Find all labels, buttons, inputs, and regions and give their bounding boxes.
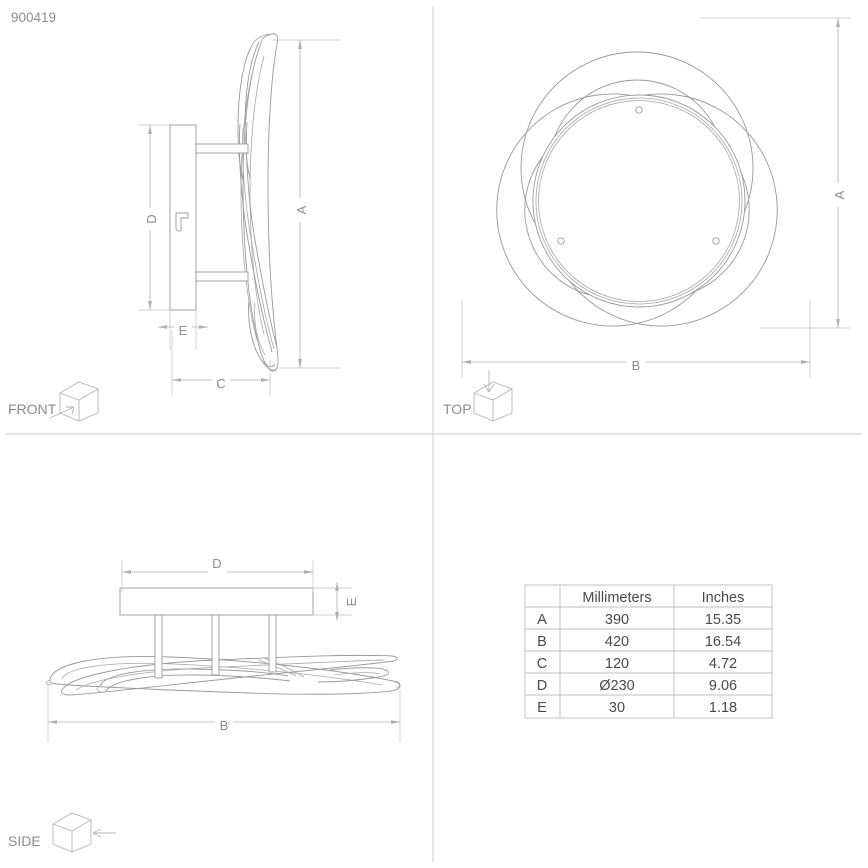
top-dimension-A: A [700,17,850,329]
mounting-hole [712,237,720,245]
top-dimension-A-label: A [832,190,847,199]
front-dimension-D: D [138,124,170,311]
top-mounting-plate [532,94,746,308]
front-dimension-D-label: D [144,214,159,223]
front-view: A D E C FRONT [8,33,340,422]
table-cell-mm: 30 [609,700,625,716]
front-dimension-A: A [272,39,340,369]
side-view-label-group: SIDE [8,812,116,853]
table-cell-mm: Ø230 [599,678,634,694]
front-dimension-C: C [171,330,271,396]
top-dimension-B: B [461,300,811,378]
table-cell-in: 9.06 [709,678,737,694]
table-cell-key: B [537,634,547,650]
table-header-millimeters: Millimeters [582,590,651,606]
table-cell-key: C [537,656,547,672]
table-cell-key: E [537,700,547,716]
cube-top-arrow-icon [473,370,513,422]
side-mounting-plate [119,587,314,616]
side-dimension-D: D [121,551,314,592]
mounting-hole [635,106,643,114]
front-support-arms [195,143,249,282]
side-dimension-E: E [313,582,359,621]
table-cell-in: 4.72 [709,656,737,672]
table-row: A 390 15.35 [537,612,741,628]
front-light-element [237,33,279,372]
part-number: 900419 [11,10,56,25]
table-cell-key: A [537,612,547,628]
cube-side-arrow-icon [52,812,116,853]
top-dimension-B-label: B [632,358,641,373]
dimension-table: Millimeters Inches A 390 15.35 B 420 16.… [524,584,773,719]
table-row: C 120 4.72 [537,656,737,672]
side-dimension-D-label: D [212,556,221,571]
table-cell-mm: 390 [605,612,629,628]
front-dimension-E: E [158,310,208,350]
top-view-label-group: TOP [443,370,513,422]
table-cell-mm: 420 [605,634,629,650]
front-dimension-C-label: C [216,376,225,391]
table-cell-in: 15.35 [705,612,741,628]
table-row: D Ø230 9.06 [537,678,737,694]
table-header-inches: Inches [702,590,745,606]
side-view-label: SIDE [8,833,41,849]
table-row: B 420 16.54 [537,634,741,650]
table-cell-in: 16.54 [705,634,741,650]
front-dimension-E-label: E [179,323,188,338]
side-light-element [46,654,401,696]
table-row: E 30 1.18 [537,700,737,716]
mounting-hole [557,237,565,245]
front-dimension-A-label: A [294,205,309,214]
front-view-label: FRONT [8,401,57,417]
cube-front-arrow-icon [49,381,99,422]
top-mounting-holes [557,106,720,245]
table-cell-in: 1.18 [709,700,737,716]
side-support-stems [154,614,277,679]
side-dimension-E-label: E [344,597,359,606]
side-dimension-B: B [47,684,401,742]
table-cell-mm: 120 [605,656,629,672]
top-view-label: TOP [443,401,472,417]
table-cell-key: D [537,678,547,694]
side-dimension-B-label: B [220,718,229,733]
front-view-label-group: FRONT [8,381,99,422]
front-mounting-plate [169,124,197,311]
top-view: A B TOP [443,17,850,422]
table-header-row: Millimeters Inches [582,590,744,606]
side-view: D E B SIDE [8,551,401,853]
